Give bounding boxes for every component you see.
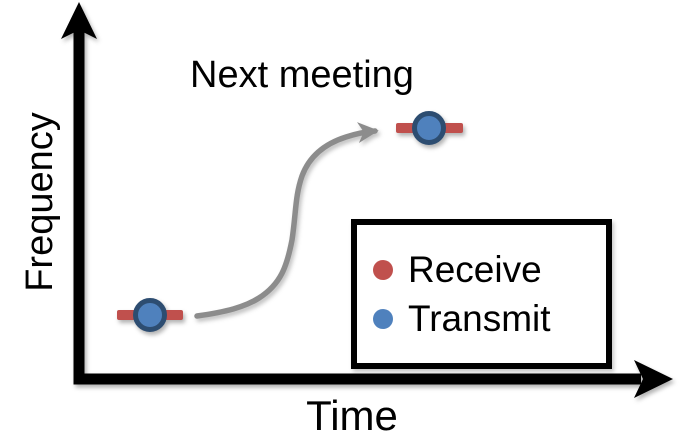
y-axis-arrowhead-icon xyxy=(61,2,97,39)
x-axis-arrowhead-icon xyxy=(634,360,673,398)
curved-arrow xyxy=(194,122,379,319)
axis-lines xyxy=(73,30,641,385)
marker-current-meeting xyxy=(117,298,183,332)
transition-arrow-group xyxy=(194,122,379,319)
receive-dot-icon xyxy=(373,259,393,280)
x-axis-label: Time xyxy=(306,392,398,439)
legend-box: Receive Transmit xyxy=(351,219,612,369)
transmit-dot xyxy=(133,298,167,332)
legend-item-receive: Receive xyxy=(373,245,606,294)
axes-group xyxy=(61,2,673,398)
annotation-next-meeting: Next meeting xyxy=(190,54,414,96)
transmit-dot-icon xyxy=(373,308,393,329)
legend-label-receive: Receive xyxy=(408,248,542,290)
transmit-dot xyxy=(412,111,446,145)
y-axis-label: Frequency xyxy=(19,112,61,292)
legend-item-transmit: Transmit xyxy=(373,294,606,343)
marker-next-meeting xyxy=(396,111,463,145)
legend-label-transmit: Transmit xyxy=(408,297,551,339)
